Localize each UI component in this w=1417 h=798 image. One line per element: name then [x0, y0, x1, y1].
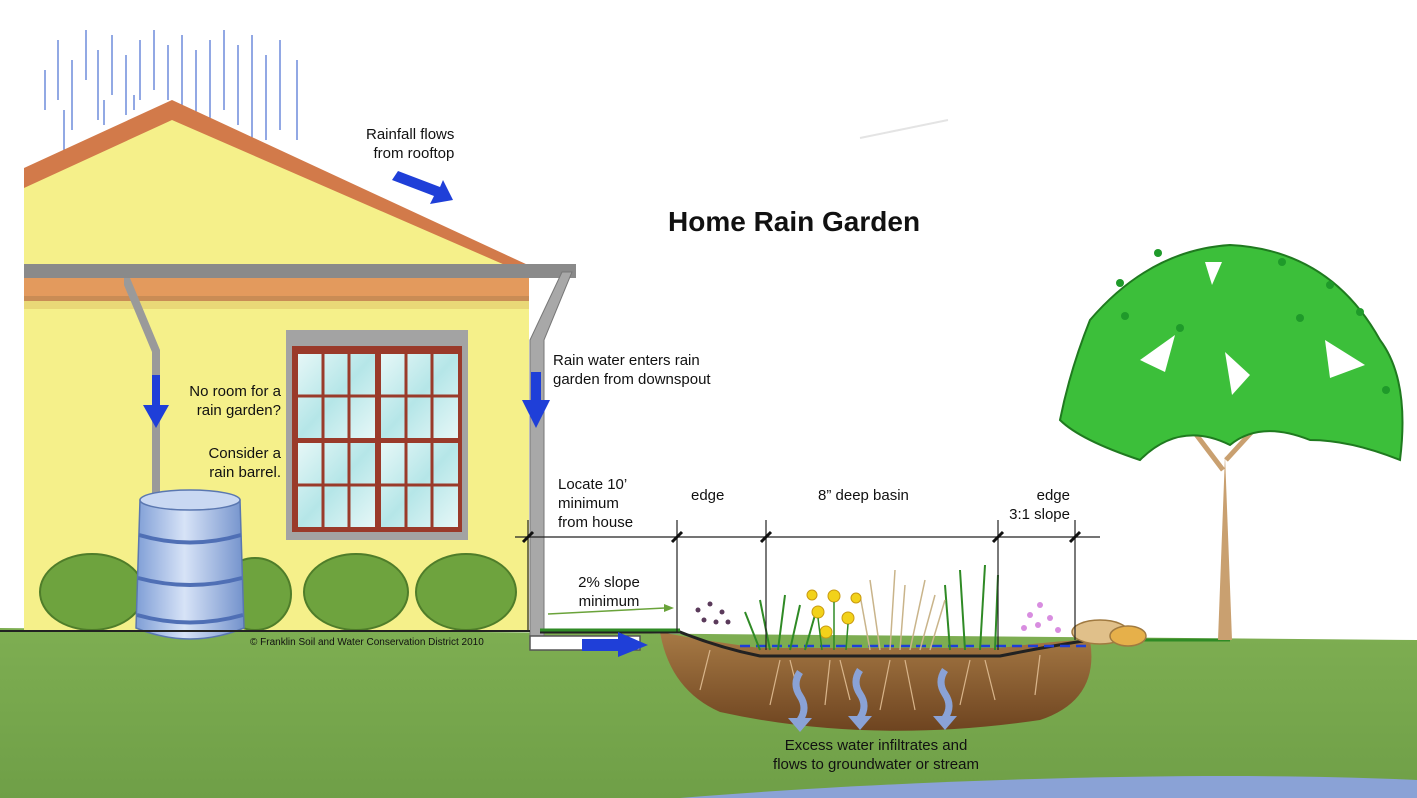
infiltration-arrows [792, 668, 953, 722]
infiltration-label-line2: flows to groundwater or stream [773, 756, 979, 773]
edge-right-label-line2: 3:1 slope [1009, 506, 1070, 523]
downspout-label-line2: garden from downspout [553, 371, 711, 388]
locate-label-line3: from house [558, 514, 634, 531]
copyright-notice: © Franklin Soil and Water Conservation D… [250, 637, 484, 648]
slope-label-line1: 2% slope [578, 574, 640, 591]
roots [699, 649, 1041, 711]
house-window [286, 330, 468, 540]
rainfall-arrow [392, 171, 453, 204]
diagram-title: Home Rain Garden [668, 206, 921, 237]
dimension-ticks [521, 530, 1082, 544]
eave-band [24, 278, 529, 298]
rain-streaks [44, 30, 298, 150]
basin-label: 8” deep basin [818, 487, 909, 504]
slope-arrow [547, 604, 674, 615]
tree [1058, 243, 1404, 640]
locate-label-line1: Locate 10’ [558, 476, 628, 493]
locate-label: Locate 10’ minimum from house [558, 475, 633, 532]
rainfall-label: Rainfall flows from rooftop [366, 125, 454, 163]
edge-right-label: edge 3:1 slope [990, 486, 1070, 524]
downspout-arrow-left [143, 375, 169, 428]
downspout-arrow-right [522, 372, 550, 428]
slope-label-line2: minimum [578, 593, 640, 610]
no-room-label-line2: rain garden? [196, 402, 281, 419]
rain-barrel-label-line1: Consider a [208, 445, 281, 462]
roof [24, 100, 528, 265]
sky-stroke [859, 119, 949, 139]
edge-left-label: edge [691, 487, 725, 504]
downspout-label: Rain water enters rain garden from downs… [553, 351, 711, 389]
downspout-label-line1: Rain water enters rain [553, 352, 700, 369]
edge-right-label-line1: edge [1036, 487, 1070, 504]
rain-barrel-label: Consider a rain barrel. [170, 444, 281, 482]
pipe-outlet-arrow [582, 632, 648, 657]
eave-shadow [24, 296, 529, 301]
locate-label-line2: minimum [558, 495, 619, 512]
house-gable [24, 102, 520, 265]
slope-label: 2% slope minimum [564, 573, 654, 611]
infiltration-label-line1: Excess water infiltrates and [784, 737, 968, 754]
basin-mulch-line [540, 630, 1091, 658]
rainfall-label-line2: from rooftop [373, 145, 455, 162]
no-room-label: No room for a rain garden? [170, 382, 281, 420]
downspout-left [124, 278, 160, 495]
rain-barrel-label-line2: rain barrel. [209, 464, 281, 481]
rainfall-label-line1: Rainfall flows [366, 126, 455, 143]
water-strip [680, 776, 1417, 798]
shrubs [39, 553, 517, 631]
gutter-band [24, 264, 576, 278]
basin-plants [695, 564, 1147, 651]
infiltration-label: Excess water infiltrates and flows to gr… [736, 736, 1016, 774]
infiltration-arrowheads [788, 716, 957, 732]
rain-barrel [135, 489, 245, 640]
no-room-label-line1: No room for a [189, 383, 281, 400]
